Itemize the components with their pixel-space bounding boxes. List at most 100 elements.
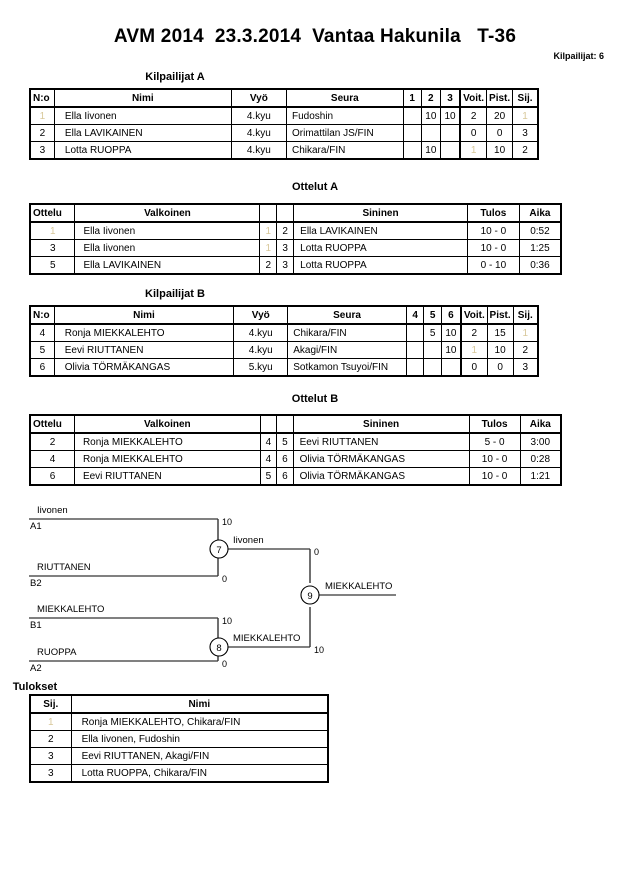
cell-result-rank: 2 (29, 730, 72, 748)
matches-a-caption: Ottelut A (291, 181, 339, 193)
cell-result-rank: 3 (29, 764, 72, 783)
cell-result: 10 - 0 (468, 467, 521, 486)
matches-b-caption: Ottelut B (291, 393, 339, 405)
bracket-sf1-bottom-seed: B2 (30, 578, 42, 589)
cell-rank: 2 (512, 341, 539, 359)
cell-white-no: 2 (259, 256, 278, 275)
col-score-4: 4 (405, 305, 425, 325)
cell-result-rank: 3 (29, 747, 72, 765)
col-score-3: 3 (439, 88, 461, 108)
pool-a-caption: Kilpailijat A (145, 71, 205, 83)
bracket-sf2-bottom-seed: A2 (30, 663, 42, 674)
cell-rank: 3 (512, 124, 539, 142)
cell-match-no: 1 (29, 221, 76, 240)
cell-result-name: Ronja MIEKKALEHTO, Chikara/FIN (70, 712, 329, 731)
cell-blue-no: 3 (276, 256, 295, 275)
cell-no: 1 (29, 106, 55, 125)
cell-white-no: 4 (259, 450, 278, 468)
cell-match-no: 6 (29, 467, 75, 486)
col-time: Aika (519, 414, 562, 434)
cell-result: 10 - 0 (466, 239, 520, 257)
pool-a-table: N:o Nimi Vyö Seura 1 2 3 Voit. Pist. Sij… (29, 88, 539, 160)
cell-name: Lotta RUOPPA (53, 141, 232, 160)
cell-score-1 (402, 124, 422, 142)
cell-result: 10 - 0 (468, 450, 521, 468)
table-header-row: N:o Nimi Vyö Seura 1 2 3 Voit. Pist. Sij… (29, 88, 539, 108)
cell-blue: Olivia TÖRMÄKANGAS (292, 450, 470, 468)
bracket-final-bottom-score: 10 (314, 645, 324, 655)
col-result: Tulos (466, 203, 520, 223)
cell-points: 20 (486, 106, 514, 125)
col-white: Valkoinen (74, 203, 261, 223)
table-row: 5 Ella LAVIKAINEN 2 3 Lotta RUOPPA 0 - 1… (29, 256, 562, 275)
col-club: Seura (285, 88, 404, 108)
cell-points: 10 (486, 341, 514, 359)
cell-rank: 3 (512, 358, 539, 377)
cell-score-5 (423, 341, 442, 359)
cell-white: Eevi RIUTTANEN (73, 467, 261, 486)
bracket-sf2-top-score: 10 (222, 616, 232, 626)
table-row: 2 Ella LAVIKAINEN 4.kyu Orimattilan JS/F… (29, 124, 539, 142)
cell-score-2: 10 (420, 141, 441, 160)
col-points: Pist. (486, 305, 514, 325)
table-row: 4 Ronja MIEKKALEHTO 4.kyu Chikara/FIN 5 … (29, 323, 539, 342)
cell-blue-no: 5 (276, 432, 294, 451)
col-rank: Sij. (512, 305, 539, 325)
col-blue-no (276, 203, 295, 223)
cell-no: 4 (29, 323, 55, 342)
col-rank: Sij. (512, 88, 539, 108)
col-score-1: 1 (402, 88, 422, 108)
table-header-row: Sij. Nimi (29, 694, 329, 714)
col-belt: Vyö (233, 305, 289, 325)
bracket-sf2-top-seed: B1 (30, 620, 42, 631)
bracket-sf2-winner: MIEKKALEHTO (233, 633, 300, 644)
table-row: 1 Ella Iivonen 1 2 Ella LAVIKAINEN 10 - … (29, 221, 562, 240)
table-row: 6 Olivia TÖRMÄKANGAS 5.kyu Sotkamon Tsuy… (29, 358, 539, 377)
cell-belt: 4.kyu (233, 341, 289, 359)
table-header-row: Ottelu Valkoinen Sininen Tulos Aika (29, 414, 562, 434)
cell-wins: 0 (459, 124, 488, 142)
cell-white: Ella Iivonen (74, 239, 261, 257)
cell-blue-no: 6 (276, 450, 294, 468)
cell-blue: Olivia TÖRMÄKANGAS (292, 467, 470, 486)
bracket-champion-name: MIEKKALEHTO (325, 581, 392, 592)
cell-score-1 (402, 141, 422, 160)
cell-wins: 1 (459, 141, 488, 160)
cell-blue-no: 2 (276, 221, 295, 240)
col-no: N:o (29, 305, 55, 325)
cell-belt: 4.kyu (230, 124, 287, 142)
cell-result-name: Lotta RUOPPA, Chikara/FIN (70, 764, 329, 783)
matches-b-table: Ottelu Valkoinen Sininen Tulos Aika 2 Ro… (29, 414, 562, 486)
cell-match-no: 3 (29, 239, 76, 257)
cell-club: Chikara/FIN (285, 141, 404, 160)
cell-points: 0 (486, 358, 514, 377)
cell-points: 15 (486, 323, 514, 342)
cell-rank: 2 (512, 141, 539, 160)
cell-white: Ronja MIEKKALEHTO (73, 432, 261, 451)
results-table: Sij. Nimi 1 Ronja MIEKKALEHTO, Chikara/F… (29, 694, 329, 783)
table-row: 3 Lotta RUOPPA, Chikara/FIN (29, 764, 329, 783)
page-title: AVM 2014 23.3.2014 Vantaa Hakunila T-36 (113, 26, 517, 47)
col-no: N:o (29, 88, 55, 108)
cell-blue: Lotta RUOPPA (293, 256, 468, 275)
table-row: 3 Eevi RIUTTANEN, Akagi/FIN (29, 747, 329, 765)
bracket-node-8-label: 8 (216, 643, 221, 654)
bracket-sf1-top-score: 10 (222, 517, 232, 527)
bracket-sf1-winner: Iivonen (233, 535, 264, 546)
cell-score-3 (439, 124, 461, 142)
cell-wins: 2 (459, 106, 488, 125)
cell-time: 1:25 (518, 239, 562, 257)
col-white-no (259, 203, 278, 223)
cell-time: 0:36 (518, 256, 562, 275)
col-club: Seura (287, 305, 407, 325)
cell-name: Eevi RIUTTANEN (53, 341, 235, 359)
cell-result: 0 - 10 (466, 256, 520, 275)
elimination-bracket: Iivonen A1 10 RIUTTANEN B2 0 7 Iivonen 0… (0, 495, 630, 680)
col-white: Valkoinen (73, 414, 261, 434)
col-result-rank: Sij. (29, 694, 72, 714)
table-row: 3 Ella Iivonen 1 3 Lotta RUOPPA 10 - 0 1… (29, 239, 562, 257)
col-blue-no (276, 414, 294, 434)
cell-white-no: 1 (259, 239, 278, 257)
cell-rank: 1 (512, 323, 539, 342)
cell-white-no: 4 (259, 432, 278, 451)
